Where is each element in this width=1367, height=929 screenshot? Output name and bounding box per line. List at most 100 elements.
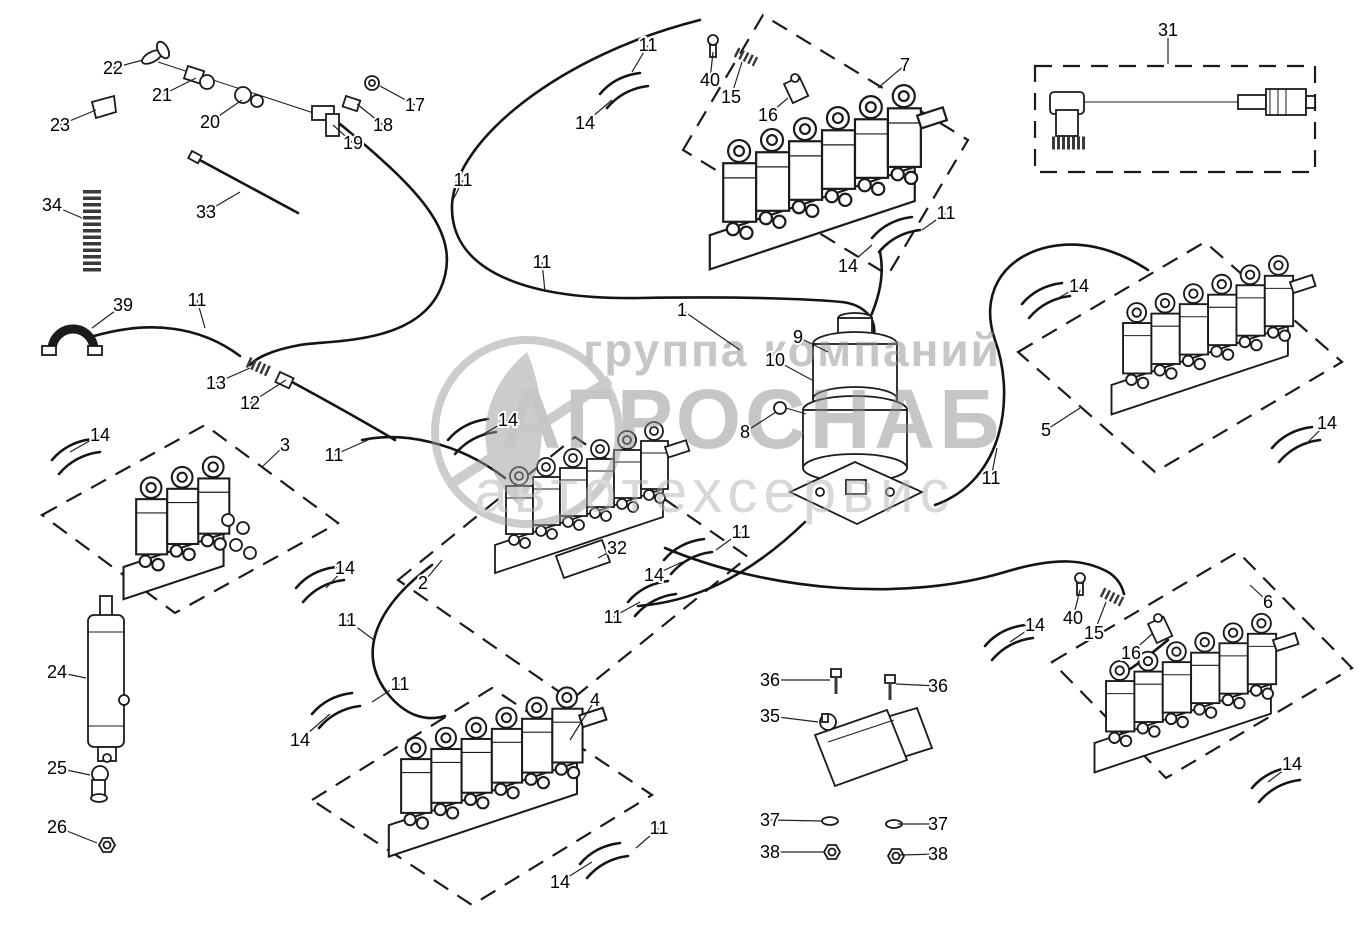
part-12-fitting: [274, 370, 295, 390]
hose-path: [636, 520, 807, 608]
callout-14: 14: [90, 425, 110, 445]
callout-leader-36: [895, 683, 939, 687]
callout-leader-3: [261, 444, 286, 468]
callout-leader-15: [1093, 601, 1107, 634]
callout-leader-11: [196, 299, 206, 329]
callout-10: 10: [765, 350, 785, 370]
hose-path: [450, 18, 876, 336]
callout-leader-39: [91, 304, 124, 329]
part-36-screw: [829, 667, 843, 696]
callout-4: 4: [590, 690, 600, 710]
callout-leader-12: [249, 379, 287, 404]
callout-leader-11: [715, 531, 742, 551]
callout-11: 11: [982, 468, 1001, 488]
callout-33: 33: [196, 202, 216, 222]
hose-end-mark: [626, 579, 678, 618]
callout-leader-14: [299, 713, 331, 741]
callout-leader-1: [681, 309, 741, 351]
callout-leader-40: [1072, 589, 1081, 619]
callout-39: 39: [113, 295, 133, 315]
callout-11: 11: [454, 170, 473, 190]
callout-38: 38: [928, 844, 948, 864]
callout-leader-19: [332, 124, 354, 144]
hose-path: [248, 122, 449, 367]
callout-leader-16: [767, 97, 789, 116]
callout-leader-22: [112, 59, 144, 69]
part-37-washer: [821, 816, 839, 826]
hose-path: [663, 546, 1126, 596]
callout-11: 11: [639, 35, 658, 55]
callout-13: 13: [206, 373, 226, 393]
part-36-screw: [883, 673, 897, 702]
callout-leader-13: [215, 367, 251, 384]
callout-5: 5: [1041, 420, 1051, 440]
callout-14: 14: [644, 565, 664, 585]
callout-35: 35: [760, 706, 780, 726]
valve-block-3-ports: [221, 513, 257, 560]
callout-3: 3: [280, 435, 290, 455]
callout-11: 11: [732, 522, 751, 542]
callout-2: 2: [418, 573, 428, 593]
callout-8: 8: [740, 422, 750, 442]
part-25-elbow: [90, 765, 109, 803]
callout-leader-6: [1249, 584, 1269, 603]
part-24-cylinder: [87, 595, 130, 763]
callout-14: 14: [1317, 413, 1337, 433]
hose-end-mark: [598, 71, 650, 110]
callout-leader-17: [379, 85, 416, 106]
pump-assembly: [773, 312, 925, 526]
callout-40: 40: [1063, 608, 1083, 628]
hose-path: [290, 380, 397, 442]
part-31-cable: [1049, 88, 1316, 150]
callout-leader-8: [744, 411, 777, 433]
part-8-fitting: [773, 401, 787, 415]
callout-leader-11: [635, 827, 660, 849]
callout-leader-11: [333, 439, 369, 456]
callout-11: 11: [604, 607, 623, 627]
part-38-nut: [887, 848, 905, 864]
callout-leader-14: [1054, 285, 1080, 301]
hose-path: [92, 326, 242, 358]
part-40-bolt: [1074, 572, 1086, 584]
callout-37: 37: [760, 810, 780, 830]
callout-leader-15: [730, 61, 743, 98]
callout-leader-10: [774, 359, 813, 381]
callout-11: 11: [188, 290, 207, 310]
part-32-box: [554, 538, 612, 580]
callout-11: 11: [650, 818, 669, 838]
part-18-fitting: [341, 94, 362, 113]
callout-11: 11: [391, 674, 410, 694]
callout-leader-14: [479, 419, 509, 437]
hose-end-mark: [1020, 281, 1072, 320]
callout-25: 25: [47, 758, 67, 778]
hose-end-mark: [578, 841, 630, 880]
callout-11: 11: [338, 610, 357, 630]
callout-leader-20: [209, 99, 243, 123]
fitting-set-bottom-right: [1074, 572, 1174, 645]
fitting-chain-top-left: [90, 40, 380, 137]
callout-18: 18: [373, 115, 393, 135]
callout-14: 14: [290, 730, 310, 750]
callout-11: 11: [937, 203, 956, 223]
callout-12: 12: [240, 393, 260, 413]
callout-14: 14: [1282, 754, 1302, 774]
callout-38: 38: [760, 842, 780, 862]
callout-leader-2: [422, 559, 443, 584]
callout-leader-11: [990, 447, 998, 479]
callout-leader-14: [325, 567, 346, 589]
callout-leader-32: [597, 547, 618, 559]
callout-leader-11: [371, 683, 401, 703]
callout-14: 14: [335, 558, 355, 578]
part-15-spring: [1099, 587, 1125, 607]
group-border-7: [681, 13, 970, 277]
callout-leader-34: [51, 204, 83, 219]
callout-22: 22: [103, 58, 123, 78]
hose-path: [868, 250, 883, 320]
callout-40: 40: [700, 70, 720, 90]
part-20-fitting: [234, 86, 252, 104]
hose-path: [360, 435, 507, 480]
callout-14: 14: [838, 256, 858, 276]
callout-14: 14: [1069, 276, 1089, 296]
